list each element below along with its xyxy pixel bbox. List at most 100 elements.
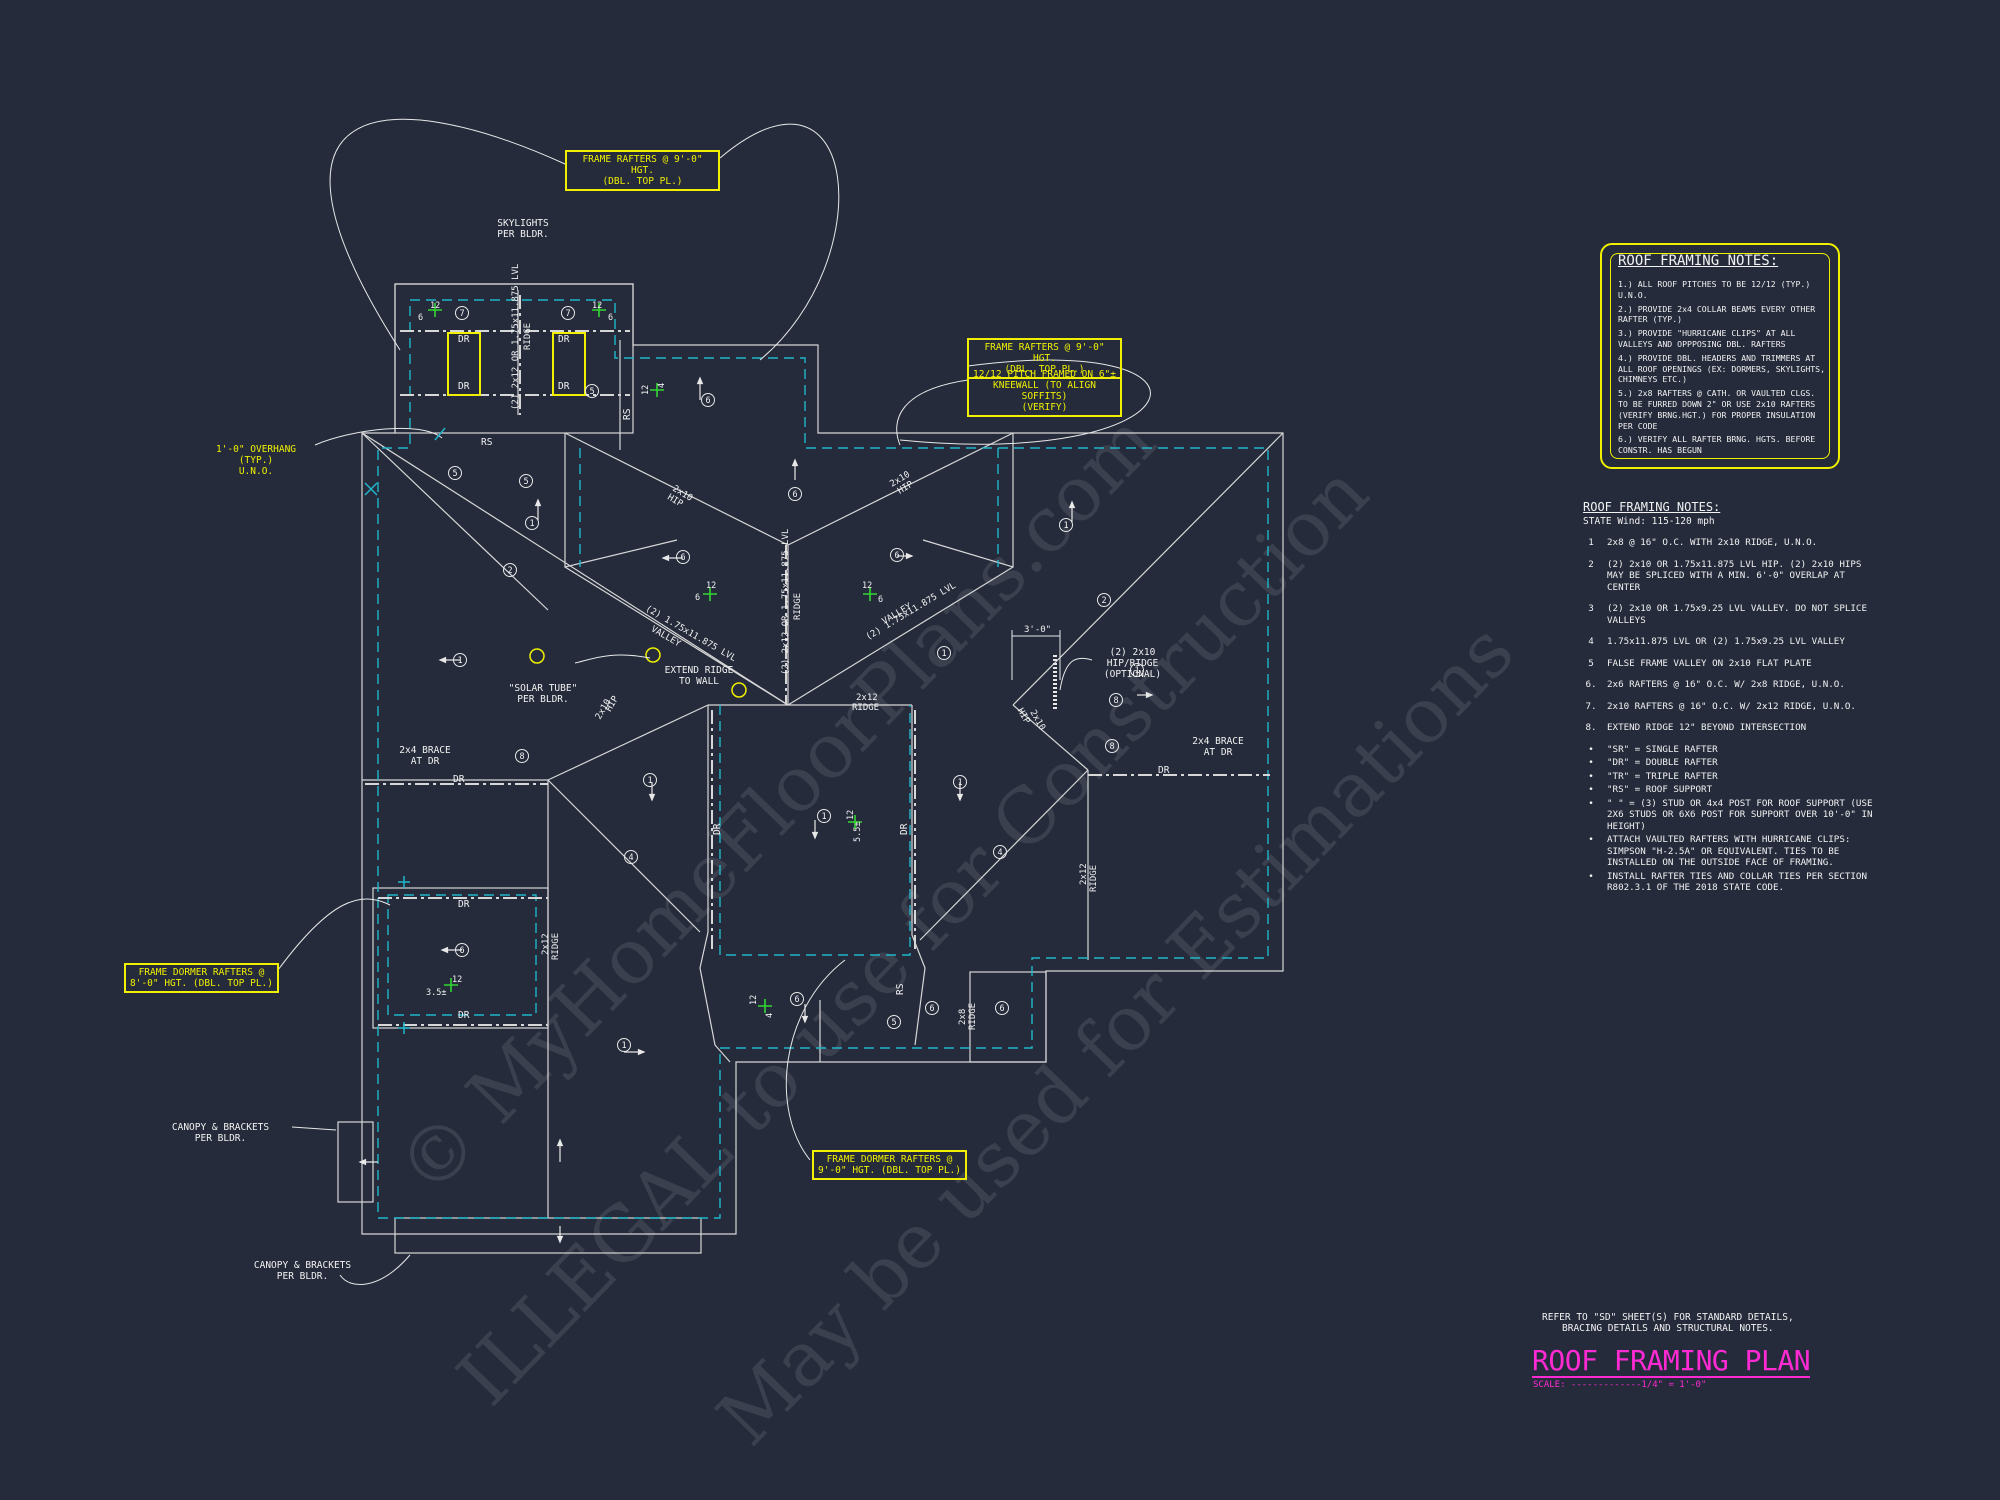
legend-symbol: 6. xyxy=(1585,679,1597,690)
callout-dormer-bottom: FRAME DORMER RAFTERS @9'-0" HGT. (DBL. T… xyxy=(812,1150,967,1180)
dr-label: DR xyxy=(458,1010,470,1021)
tag-number: 6 xyxy=(794,995,799,1005)
legend-symbol: • xyxy=(1588,784,1594,795)
legend-item: 5 FALSE FRAME VALLEY ON 2x10 FLAT PLATE xyxy=(1583,658,1883,670)
tag-number: 1 xyxy=(1134,666,1139,676)
pitch-values: 12 6 12 6 12 6 12 6 12 3.5± 5.5± 12 12 4… xyxy=(418,301,883,1018)
dr-label: DR xyxy=(899,823,910,835)
arrow-head xyxy=(1145,691,1154,699)
dr-label: DR xyxy=(558,381,570,392)
tag-number: 1 xyxy=(941,649,946,659)
legend-symbol: • xyxy=(1588,870,1594,882)
pitch-value: 12 xyxy=(862,581,872,591)
dr-label: DR xyxy=(458,334,470,345)
pitch-value: 12 xyxy=(592,301,602,311)
arrow-head xyxy=(556,1138,564,1147)
pitch-value: 12 xyxy=(641,385,651,395)
roof-framing-notes-title: ROOF FRAMING NOTES: xyxy=(1618,253,1779,269)
legend-symbol: 3 xyxy=(1588,603,1594,614)
tag-number: 5 xyxy=(589,387,594,397)
tag-number: 7 xyxy=(565,309,570,319)
legend-item: • INSTALL RAFTER TIES AND COLLAR TIES PER… xyxy=(1583,871,1883,894)
tag-number: 6 xyxy=(792,490,797,500)
legend-symbol: 5 xyxy=(1588,657,1594,669)
pitch-value: 12 xyxy=(452,975,462,985)
callout-frame-rafters-right: FRAME RAFTERS @ 9'-0" HGT.(DBL. TOP PL.) xyxy=(967,338,1122,379)
legend-item: • "TR" = TRIPLE RAFTER xyxy=(1583,771,1883,783)
hip-label-4b: HIP xyxy=(1015,707,1032,727)
legend-text: (2) 2x10 OR 1.75x9.25 LVL VALLEY. DO NOT… xyxy=(1607,603,1867,626)
arrow-head xyxy=(358,1158,367,1166)
ridge-lines xyxy=(365,295,1270,1026)
legend-symbol: • xyxy=(1588,757,1594,768)
arrow-head xyxy=(956,793,964,802)
legend-text: 2x8 @ 16" O.C. WITH 2x10 RIDGE, U.N.O. xyxy=(1607,537,1818,548)
legend-title: ROOF FRAMING NOTES: xyxy=(1583,500,1721,514)
ridge-lvl-label-sky-b: RIDGE xyxy=(523,323,533,350)
pitch-value: 12 xyxy=(706,581,716,591)
arrow-head xyxy=(1068,500,1076,509)
pitch-markers xyxy=(428,303,877,1013)
tag-circle xyxy=(1097,593,1111,607)
roof-framing-note: 1.) ALL ROOF PITCHES TO BE 12/12 (TYP.) … xyxy=(1618,279,1811,300)
legend-symbol: 2 xyxy=(1588,558,1594,570)
legend-symbol: • xyxy=(1588,770,1594,782)
pitch-value: 6 xyxy=(608,313,613,323)
tag-number: 5 xyxy=(891,1018,896,1028)
ridge-lvl-label-sky: (2) 2x12 OR 1.75x11.875 LVL xyxy=(511,264,521,410)
tag-circle xyxy=(788,487,802,501)
legend-item: •ATTACH VAULTED RAFTERS WITH HURRICANE C… xyxy=(1583,834,1883,869)
overhang-label: 1'-0" OVERHANG (TYP.)U.N.O. xyxy=(215,444,297,477)
callout-kneewall: 12/12 PITCH FRAMED ON 6"±KNEEWALL (TO AL… xyxy=(967,367,1122,417)
legend-item: •"SR" = SINGLE RAFTER xyxy=(1583,744,1883,756)
legend-text: "TR" = TRIPLE RAFTER xyxy=(1607,770,1718,782)
tag-circle xyxy=(455,306,469,320)
arrow-head xyxy=(696,376,704,385)
legend-text: " " = (3) STUD OR 4x4 POST FOR ROOF SUPP… xyxy=(1607,797,1873,832)
refer-note: REFER TO "SD" SHEET(S) FOR STANDARD DETA… xyxy=(1542,1312,1794,1334)
tag-circle xyxy=(561,306,575,320)
hip-label-3b: HIP xyxy=(604,694,621,714)
tag-number: 2 xyxy=(507,566,512,576)
legend-symbol: 7. xyxy=(1585,700,1597,712)
dr-label: DR xyxy=(453,774,465,785)
roof-framing-note: 6.) VERIFY ALL RAFTER BRNG. HGTS. BEFORE… xyxy=(1618,434,1816,456)
dimension-3ft-text: 3'-0" xyxy=(1024,625,1051,635)
solar-tubes xyxy=(529,647,747,698)
leader-lines xyxy=(277,118,1151,1286)
legend-text: FALSE FRAME VALLEY ON 2x10 FLAT PLATE xyxy=(1607,657,1812,669)
legend-symbol: • xyxy=(1588,834,1594,845)
ridge-2x12-label-left: 2x12 xyxy=(541,933,551,955)
legend-item: 8.EXTEND RIDGE 12" BEYOND INTERSECTION xyxy=(1583,722,1883,734)
callout-dormer-left: FRAME DORMER RAFTERS @8'-0" HGT. (DBL. T… xyxy=(124,963,279,993)
legend-symbol: 8. xyxy=(1585,722,1597,733)
arrow-head xyxy=(905,552,914,560)
legend-text: INSTALL RAFTER TIES AND COLLAR TIES PER … xyxy=(1607,870,1867,894)
roof-framing-note: 3.) PROVIDE "HURRICANE CLIPS" AT ALL VAL… xyxy=(1618,328,1796,349)
tag-number: 6 xyxy=(929,1004,934,1014)
tag-circle xyxy=(925,1001,939,1015)
tag-circle xyxy=(643,773,657,787)
roof-framing-notes-list: 1.) ALL ROOF PITCHES TO BE 12/12 (TYP.) … xyxy=(1618,279,1826,459)
pitch-value: 12 xyxy=(749,995,759,1005)
tag-circle xyxy=(890,548,904,562)
rs-label: RS xyxy=(622,408,633,420)
valley-label-2: (2) 1.75x11.875 LVL xyxy=(864,581,957,643)
ridge-2x12-label-right: 2x12 xyxy=(1079,863,1089,885)
tag-circle xyxy=(585,384,599,398)
roof-outline xyxy=(337,283,1284,1254)
tag-circle xyxy=(887,1015,901,1029)
legend-item: 6.2x6 RAFTERS @ 16" O.C. W/ 2x8 RIDGE, U… xyxy=(1583,679,1883,691)
tag-number: 4 xyxy=(628,853,633,863)
tag-number: 5 xyxy=(452,469,457,479)
roof-framing-notes-box: ROOF FRAMING NOTES: 1.) ALL ROOF PITCHES… xyxy=(1600,243,1840,469)
tag-circle xyxy=(1130,663,1144,677)
tag-circle xyxy=(817,809,831,823)
tag-circle xyxy=(448,466,462,480)
